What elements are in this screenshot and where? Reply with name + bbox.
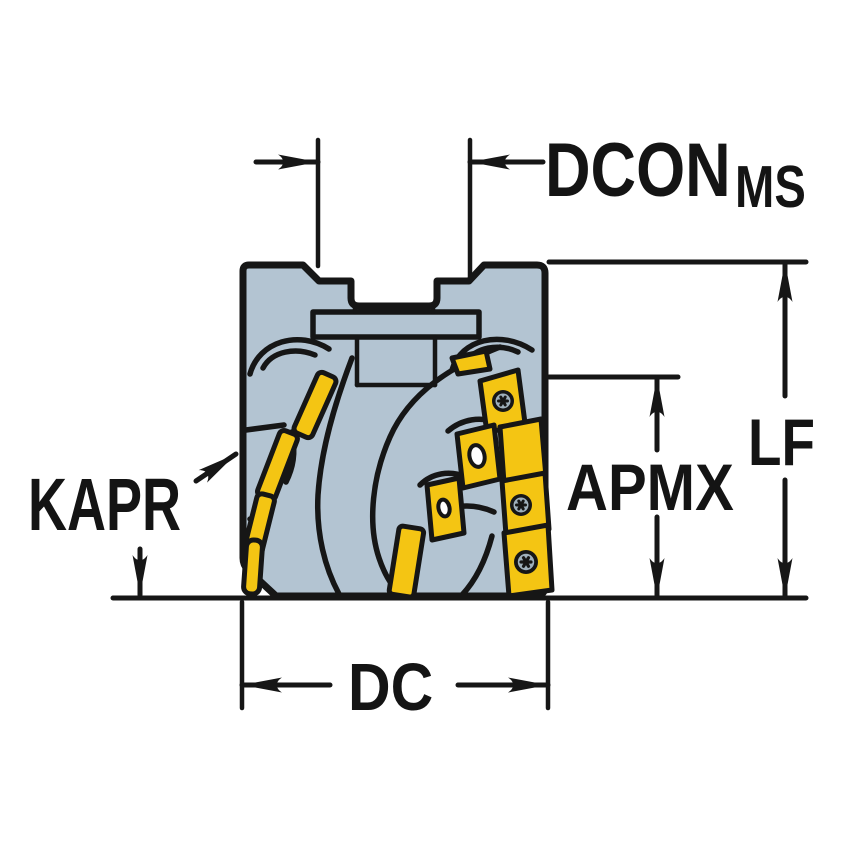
label-kapr: KAPR [28, 463, 182, 546]
insert-center [386, 523, 427, 600]
torx-screw [492, 390, 514, 412]
insert-left-1 [291, 369, 339, 441]
label-dc: DC [348, 650, 434, 725]
flute-edge-right [369, 344, 503, 598]
flute-edge-left [314, 355, 355, 597]
torx-screw [510, 494, 532, 516]
label-dcon-subscript: MS [735, 154, 806, 220]
torx-screws [492, 390, 538, 574]
label-dcon: DCON [545, 128, 731, 213]
insert-tip-top-right [449, 348, 493, 377]
insert-hole-2 [436, 497, 452, 519]
pocket-curve-bottom-right [459, 533, 495, 598]
pocket-step-left-1 [243, 422, 287, 433]
insert-hole-1 [467, 443, 487, 469]
insert-left-toe [241, 537, 265, 597]
arbor-ledge [310, 309, 482, 340]
label-lf: LF [748, 405, 815, 479]
pocket-ear-top-left-inner [260, 348, 318, 371]
torx-screw [514, 550, 538, 574]
pocket-ear-top-left [247, 337, 332, 377]
label-apmx: APMX [566, 450, 734, 524]
kapr-angle-arrow [193, 451, 239, 484]
